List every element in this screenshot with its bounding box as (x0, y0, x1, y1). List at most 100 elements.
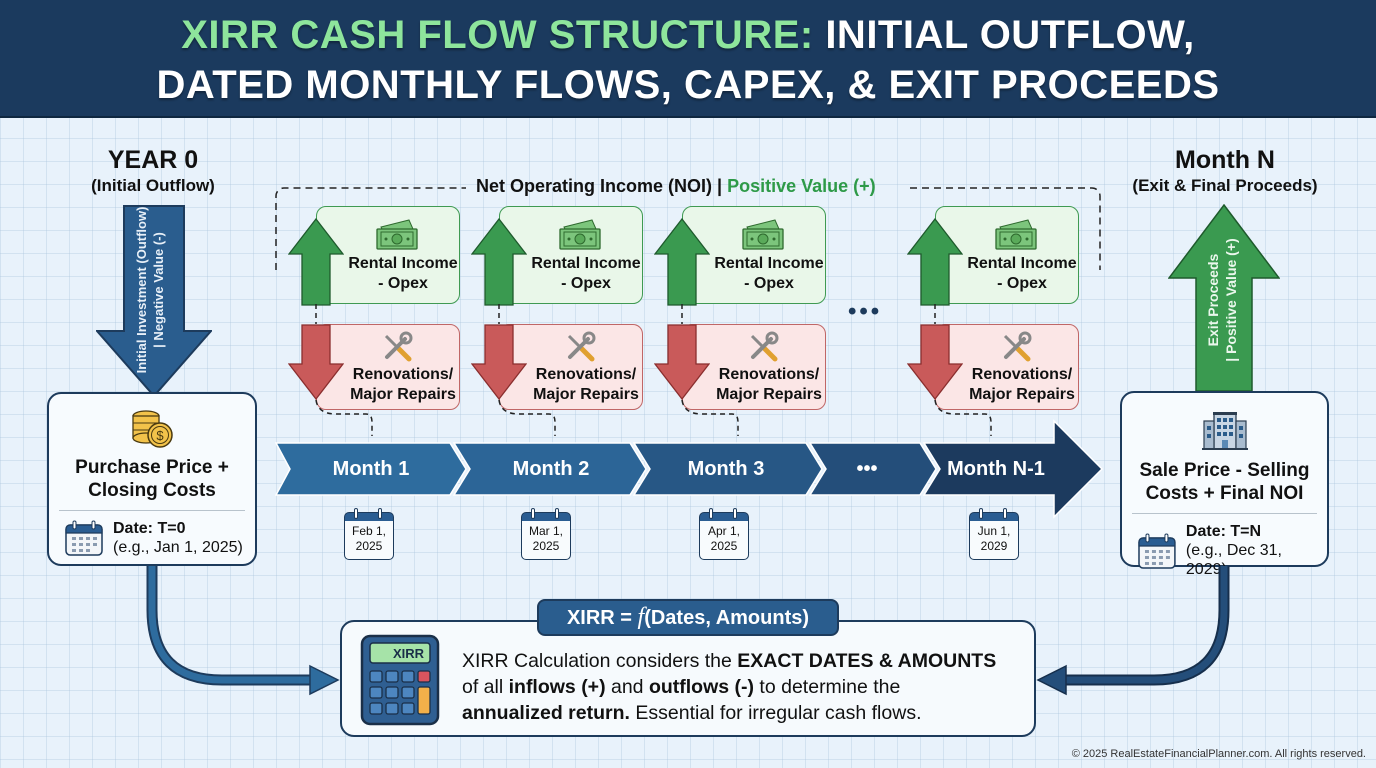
purchase-date-label: Date: T=0 (113, 520, 186, 537)
date-line-2: 2025 (355, 539, 383, 553)
left-connector-outline (146, 566, 312, 686)
date-line-2: 2025 (532, 539, 560, 553)
date-line-1: Apr 1, (707, 524, 740, 538)
capex-label-2: Major Repairs (533, 386, 639, 403)
monthN-heading-group: Month N (Exit & Final Proceeds) (1110, 145, 1340, 197)
income-label-1: Rental Income (967, 255, 1077, 272)
calendar-date-icon: Mar 1,2025 (521, 508, 571, 560)
calendar-date-icon: Jun 1,2029 (969, 508, 1019, 560)
dashed-connector (315, 304, 373, 436)
purchase-card-title: Purchase Price + Closing Costs (49, 456, 255, 502)
income-label-1: Rental Income (531, 255, 641, 272)
desc-text-5: Essential for irregular cash flows. (629, 702, 922, 724)
ellipsis-middle: ••• (848, 298, 883, 325)
wrench-screwdriver-icon (567, 331, 596, 362)
inflow-arrow-up (907, 218, 963, 306)
calendar-icon (1138, 533, 1176, 569)
desc-text-4: to determine the (754, 676, 901, 698)
desc-text-3: and (605, 676, 649, 698)
card-divider (1132, 513, 1317, 514)
exit-arrow-label-line2: | Positive Value (+) (1223, 238, 1239, 362)
left-connector-arrowhead (309, 664, 340, 696)
formula-f: f (637, 604, 645, 630)
exit-card-title-2: Costs + Final NOI (1145, 483, 1304, 504)
calculator-display: XIRR (393, 646, 425, 661)
exit-arrow-label: Exit Proceeds | Positive Value (+) (1204, 210, 1244, 390)
office-building-icon (1201, 412, 1248, 450)
timeline-month-label: Month N-1 (947, 458, 1045, 480)
desc-bold-2: inflows (+) (508, 676, 606, 698)
timeline-month-label: Month 2 (512, 458, 590, 480)
outflow-arrow-down (96, 205, 212, 397)
coins-dollar-icon: $ (132, 410, 173, 448)
exit-arrow-label-line1: Exit Proceeds (1205, 253, 1221, 347)
capex-label-2: Major Repairs (969, 386, 1075, 403)
income-label-1: Rental Income (348, 255, 458, 272)
wrench-screwdriver-icon (384, 331, 413, 362)
card-divider (59, 510, 245, 511)
title-line-2: DATED MONTHLY FLOWS, CAPEX, & EXIT PROCE… (156, 63, 1220, 107)
right-connector (1064, 566, 1228, 684)
outflow-arrow-label-line1: Initial Investment (Outflow) (134, 206, 149, 374)
noi-label-text: Net Operating Income (NOI) | (476, 176, 723, 196)
right-connector-outline (1064, 566, 1230, 686)
calendar-date-icon: Apr 1,2025 (699, 508, 749, 560)
date-line-1: Mar 1, (528, 524, 563, 538)
xirr-formula-tab: XIRR = f(Dates, Amounts) (537, 599, 839, 636)
dashed-connector (934, 304, 992, 436)
purchase-card: $ Purchase Price + Closing Costs Date: T… (47, 392, 257, 566)
capex-label-1: Renovations/ (535, 366, 637, 383)
title-line-1: XIRR CASH FLOW STRUCTURE: INITIAL OUTFLO… (0, 10, 1376, 60)
exit-card-title: Sale Price - Selling Costs + Final NOI (1122, 459, 1327, 505)
outflow-arrow-label: Initial Investment (Outflow) | Negative … (133, 190, 173, 390)
noi-positive-label: Positive Value (+) (727, 176, 876, 196)
capex-label-1: Renovations/ (718, 366, 820, 383)
calendar-icon (65, 520, 103, 556)
cash-bill-icon (376, 219, 418, 250)
monthN-heading: Month N (1175, 146, 1275, 174)
xirr-formula-box (340, 620, 1036, 737)
capex-label-1: Renovations/ (971, 366, 1073, 383)
date-line-1: Jun 1, (977, 524, 1011, 538)
purchase-card-title-1: Purchase Price + (75, 457, 229, 478)
noi-box: Rental Income - Opex (935, 206, 1079, 304)
noi-box: Rental Income - Opex (316, 206, 460, 304)
income-label-2: - Opex (997, 275, 1047, 292)
exit-date-label: Date: T=N (1185, 523, 1262, 540)
header-banner: XIRR CASH FLOW STRUCTURE: INITIAL OUTFLO… (0, 0, 1376, 118)
title-highlight: XIRR CASH FLOW STRUCTURE: (181, 13, 814, 57)
wrench-screwdriver-icon (750, 331, 779, 362)
calendar-date-icon: Feb 1,2025 (344, 508, 394, 560)
capex-arrow-down (288, 324, 344, 400)
capex-arrow-down (907, 324, 963, 400)
date-line-1: Feb 1, (351, 524, 387, 538)
capex-arrow-down (471, 324, 527, 400)
income-label-2: - Opex (378, 275, 428, 292)
income-label-1: Rental Income (714, 255, 824, 272)
date-line-2: 2029 (980, 539, 1008, 553)
svg-text:$: $ (156, 428, 164, 443)
desc-text-2: of all (462, 676, 509, 698)
purchase-date-row: Date: T=0 (e.g., Jan 1, 2025) (49, 519, 255, 557)
outflow-arrow-label-line2: | Negative Value (-) (151, 232, 166, 348)
formula-suffix: (Dates, Amounts) (644, 607, 810, 629)
connector-arrows (146, 566, 1230, 696)
desc-bold-1: EXACT DATES & AMOUNTS (737, 650, 997, 672)
capex-label-2: Major Repairs (716, 386, 822, 403)
dashed-connector (681, 304, 739, 436)
right-connector-arrowhead (1036, 664, 1067, 696)
purchase-card-title-2: Closing Costs (88, 480, 216, 501)
noi-box: Rental Income - Opex (682, 206, 826, 304)
year0-heading-group: YEAR 0 (Initial Outflow) (48, 145, 258, 197)
timeline-month-label: Month 1 (332, 458, 410, 480)
timeline-month-label: Month 3 (687, 458, 765, 480)
income-label-2: - Opex (561, 275, 611, 292)
desc-text-1: XIRR Calculation considers the (462, 650, 738, 672)
purchase-date-example: (e.g., Jan 1, 2025) (113, 539, 243, 556)
desc-bold-3: outflows (-) (648, 676, 755, 698)
exit-date-example: (e.g., Dec 31, 2029) (1185, 542, 1282, 578)
inflow-arrow-up (654, 218, 710, 306)
income-label-2: - Opex (744, 275, 794, 292)
inflow-arrow-up (471, 218, 527, 306)
capex-label-2: Major Repairs (350, 386, 456, 403)
